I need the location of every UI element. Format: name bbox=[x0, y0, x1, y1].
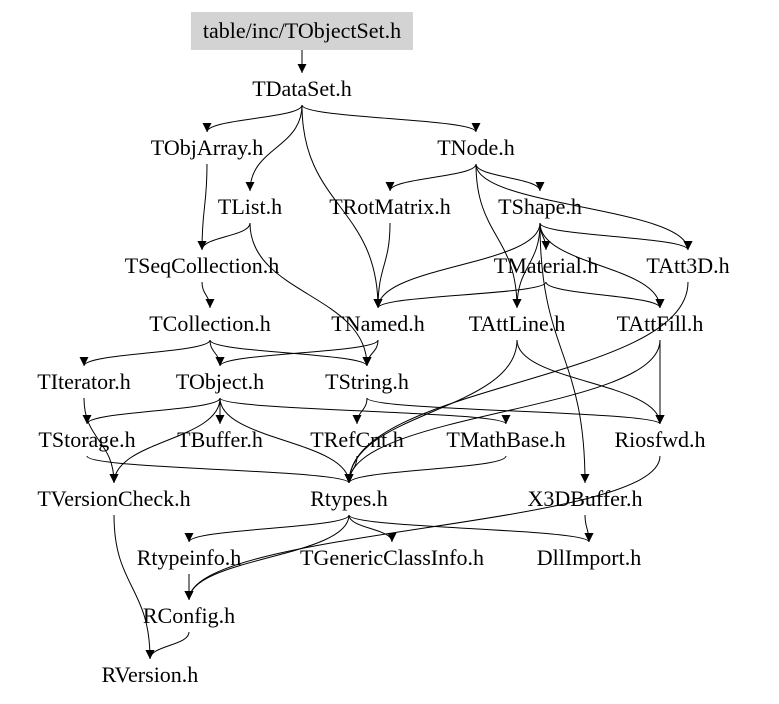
edge-t-collection-to-t-iterator bbox=[79, 339, 211, 367]
edge-t-seq-collection-to-t-collection bbox=[201, 281, 215, 309]
node-t-material[interactable]: TMaterial.h bbox=[493, 253, 599, 278]
edge-t-storage-to-rtypes bbox=[86, 455, 354, 484]
node-t-shape[interactable]: TShape.h bbox=[498, 194, 582, 219]
edge-t-version-check-to-r-version bbox=[113, 514, 155, 660]
node-r-version[interactable]: RVersion.h bbox=[101, 662, 199, 687]
edge-riosfwd-to-r-config bbox=[184, 455, 661, 601]
node-t-object[interactable]: TObject.h bbox=[175, 369, 265, 394]
edge-t-data-set-to-t-node bbox=[301, 104, 481, 133]
node-t-seq-collection[interactable]: TSeqCollection.h bbox=[124, 253, 280, 278]
node-t-node[interactable]: TNode.h bbox=[437, 135, 515, 160]
edge-t-obj-array-to-t-seq-collection bbox=[197, 163, 208, 251]
edge-t-math-base-to-rtypes bbox=[344, 455, 507, 484]
edge-t-att-fill-to-rtypes bbox=[344, 339, 661, 484]
edge-t-object-to-t-storage bbox=[82, 397, 221, 425]
edge-t-named-to-t-object bbox=[215, 339, 379, 367]
node-t-storage[interactable]: TStorage.h bbox=[38, 427, 136, 452]
edge-x3-d-buffer-to-dll-import bbox=[584, 514, 594, 543]
node-t-iterator[interactable]: TIterator.h bbox=[37, 369, 131, 394]
edge-t-shape-to-t-named bbox=[373, 222, 541, 309]
node-riosfwd[interactable]: Riosfwd.h bbox=[614, 427, 706, 452]
edge-t-named-to-t-string bbox=[362, 339, 379, 367]
node-t-att-fill[interactable]: TAttFill.h bbox=[616, 311, 704, 336]
node-t-string[interactable]: TString.h bbox=[325, 369, 409, 394]
edge-rtypes-to-dll-import bbox=[348, 514, 594, 543]
edge-rtypes-to-rtypeinfo bbox=[184, 514, 350, 543]
edge-t-object-to-t-math-base bbox=[219, 397, 511, 425]
edge-t-object-to-rtypes bbox=[219, 397, 354, 484]
edge-r-config-to-r-version bbox=[145, 631, 190, 660]
edge-t-data-set-to-t-named bbox=[301, 104, 383, 309]
edge-t-list-to-t-string bbox=[249, 222, 372, 367]
edge-t-att-line-to-riosfwd bbox=[516, 339, 665, 425]
edge-t-material-to-t-named bbox=[373, 281, 547, 309]
edge-t-string-to-t-ref-cnt bbox=[352, 397, 368, 425]
edge-t-string-to-riosfwd bbox=[366, 397, 665, 425]
edge-t-data-set-to-t-obj-array bbox=[202, 104, 303, 133]
node-rtypeinfo[interactable]: Rtypeinfo.h bbox=[136, 545, 242, 570]
node-dll-import[interactable]: DllImport.h bbox=[536, 545, 642, 570]
edge-rtypes-to-r-config bbox=[184, 514, 350, 601]
edge-t-collection-to-t-string bbox=[209, 339, 372, 367]
node-t-obj-array[interactable]: TObjArray.h bbox=[150, 135, 264, 160]
edge-t-list-to-t-seq-collection bbox=[197, 222, 251, 251]
node-t-version-check[interactable]: TVersionCheck.h bbox=[37, 486, 191, 511]
node-t-generic-class-info[interactable]: TGenericClassInfo.h bbox=[300, 545, 484, 570]
edge-t-node-to-t-rot-matrix bbox=[385, 163, 477, 192]
node-t-named[interactable]: TNamed.h bbox=[331, 311, 425, 336]
edge-t-iterator-to-t-version-check bbox=[83, 397, 119, 484]
node-x3-d-buffer[interactable]: X3DBuffer.h bbox=[527, 486, 643, 511]
node-t-math-base[interactable]: TMathBase.h bbox=[446, 427, 566, 452]
edge-t-shape-to-t-att-line bbox=[512, 222, 541, 309]
node-t-list[interactable]: TList.h bbox=[217, 194, 283, 219]
edge-t-object-to-t-version-check bbox=[109, 397, 221, 484]
node-rtypes[interactable]: Rtypes.h bbox=[310, 486, 388, 511]
edge-t-rot-matrix-to-t-named bbox=[373, 222, 391, 309]
edge-rtypes-to-t-generic-class-info bbox=[348, 514, 397, 543]
node-t-rot-matrix[interactable]: TRotMatrix.h bbox=[329, 194, 451, 219]
node-t-ref-cnt[interactable]: TRefCnt.h bbox=[310, 427, 404, 452]
edge-t-node-to-t-att3-d bbox=[475, 163, 693, 251]
node-t-object-set[interactable]: table/inc/TObjectSet.h bbox=[190, 12, 414, 50]
node-t-buffer[interactable]: TBuffer.h bbox=[177, 427, 263, 452]
edge-t-shape-to-t-att-fill bbox=[539, 222, 665, 309]
node-t-collection[interactable]: TCollection.h bbox=[149, 311, 271, 336]
node-t-att3-d[interactable]: TAtt3D.h bbox=[646, 253, 730, 278]
node-t-data-set[interactable]: TDataSet.h bbox=[252, 76, 352, 101]
edge-t-material-to-t-att-fill bbox=[545, 281, 665, 309]
node-r-config[interactable]: RConfig.h bbox=[142, 603, 236, 628]
edge-t-data-set-to-t-list bbox=[245, 104, 303, 192]
edge-t-shape-to-x3-d-buffer bbox=[539, 222, 590, 484]
edge-t-node-to-t-shape bbox=[475, 163, 545, 192]
edge-t-shape-to-t-att3-d bbox=[539, 222, 693, 251]
edge-t-node-to-t-att-line bbox=[475, 163, 522, 309]
node-t-att-line[interactable]: TAttLine.h bbox=[468, 311, 566, 336]
